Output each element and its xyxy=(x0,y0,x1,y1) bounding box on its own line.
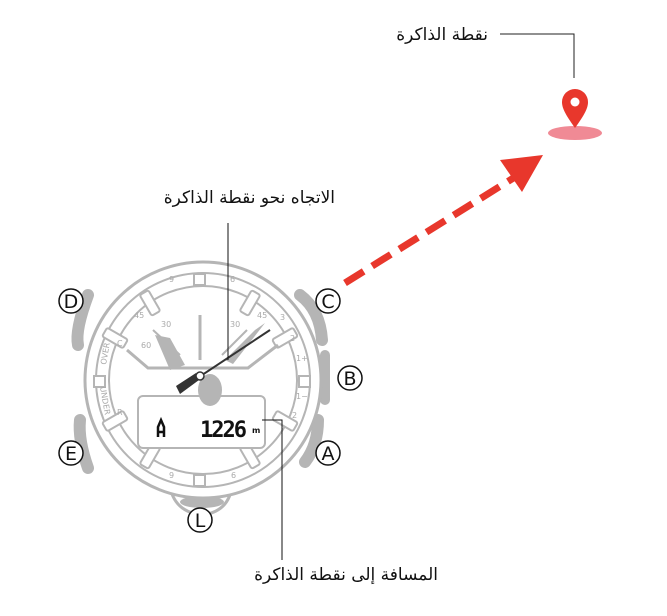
button-a[interactable] xyxy=(315,440,341,466)
bezel-2a: 2 xyxy=(290,334,295,343)
bezel-2b: 2 xyxy=(292,411,297,420)
button-b-label: B xyxy=(343,368,356,390)
button-d[interactable] xyxy=(58,288,84,314)
scale-45-left: 45 xyxy=(134,311,144,320)
bezel-1minus: 1− xyxy=(296,392,308,401)
bezel-1plus: 1+ xyxy=(296,354,308,363)
scale-30-right: 30 xyxy=(230,320,240,329)
scale-30: 30 xyxy=(161,320,171,329)
c-label: C xyxy=(117,339,123,348)
memory-point-label: نقطة الذاكرة xyxy=(396,25,488,45)
button-d-label: D xyxy=(64,291,79,313)
arrow-indicator-icon xyxy=(156,416,166,437)
distance-unit: m xyxy=(252,426,260,435)
scale-45-right: 45 xyxy=(257,311,267,320)
over-label: OVER xyxy=(99,341,112,365)
watch-hand xyxy=(176,329,271,394)
bezel-3: 3 xyxy=(280,313,285,322)
distance-leader xyxy=(262,419,283,560)
watch xyxy=(71,260,330,517)
button-b[interactable] xyxy=(337,365,363,391)
direction-label: الاتجاه نحو نقطة الذاكرة xyxy=(164,188,335,208)
r-label: R xyxy=(117,408,123,417)
direction-arrow xyxy=(343,155,543,286)
bezel-6-top: 6 xyxy=(230,275,235,284)
button-l[interactable] xyxy=(187,507,213,533)
bezel-9-bottom: 9 xyxy=(169,471,174,480)
lcd-display: 1226 m xyxy=(156,416,260,443)
button-c[interactable] xyxy=(315,288,341,314)
bezel-6-bottom: 6 xyxy=(231,471,236,480)
button-e[interactable] xyxy=(58,440,84,466)
bezel-9-top: 9 xyxy=(169,275,174,284)
button-a-label: A xyxy=(322,443,335,465)
button-e-label: E xyxy=(65,443,77,465)
map-pin-icon xyxy=(548,89,602,140)
distance-label: المسافة إلى نقطة الذاكرة xyxy=(254,565,438,585)
memory-point-leader xyxy=(500,33,575,78)
button-c-label: C xyxy=(321,291,334,313)
scale-60: 60 xyxy=(141,341,151,350)
button-l-label: L xyxy=(195,510,206,532)
distance-value: 1226 xyxy=(200,418,247,443)
